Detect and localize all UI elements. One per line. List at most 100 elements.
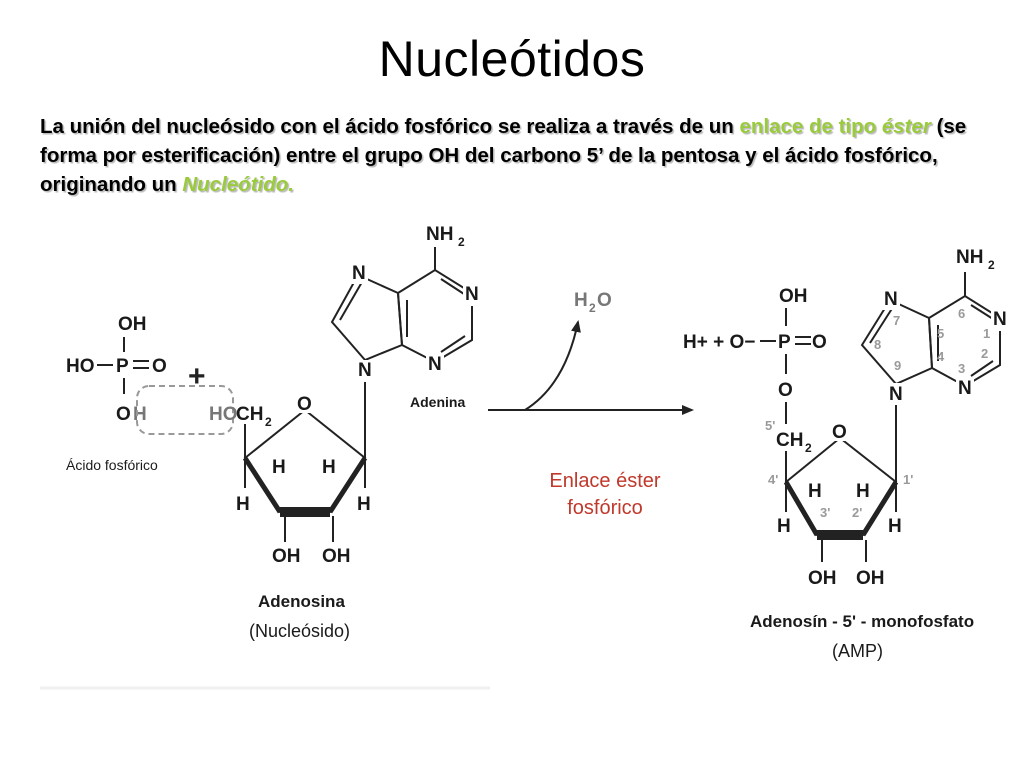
ribose-bold-right <box>327 456 368 514</box>
amp-ribose-bold-right <box>860 480 899 537</box>
phosphoric-acid: OH HO P O O H Ácido fosfórico <box>66 314 167 473</box>
amp-n7: N <box>884 289 898 310</box>
amp-ribose-ring <box>784 436 898 536</box>
amp-oh-c2: OH <box>856 568 885 589</box>
amp-adenine-base: N N N N NH 2 6 1 2 3 4 5 7 8 9 <box>860 247 1009 405</box>
adenosine-ho: HO <box>209 404 238 425</box>
intro-highlight-ester-word: éster <box>881 115 931 138</box>
amp-oh-c3: OH <box>808 568 837 589</box>
adenosine-subname: (Nucleósido) <box>249 621 350 641</box>
water-elimination-box <box>136 385 234 435</box>
ribose-ring <box>243 408 367 513</box>
amp-n7-mask <box>882 288 900 310</box>
n9-mask <box>356 360 374 382</box>
num-1: 1 <box>983 326 990 341</box>
amp-ribose-bold-left <box>783 480 820 537</box>
amp-n9-mask <box>887 383 905 405</box>
num-2p: 2' <box>852 505 862 520</box>
imidazole-ring <box>330 273 404 362</box>
num-8: 8 <box>874 337 881 352</box>
amp-h-c1: H <box>888 516 902 537</box>
n1-mask <box>463 284 481 306</box>
pyrimidine-double-bond-3 <box>440 335 466 353</box>
phosphoric-p: P <box>116 356 129 377</box>
amp-oh-top: OH <box>779 286 808 307</box>
ribose-bold-left <box>242 456 283 514</box>
amp-o-right: O <box>812 332 827 353</box>
num-4p: 4' <box>768 472 778 487</box>
amp-ch2-subscript: 2 <box>805 441 812 455</box>
num-6: 6 <box>958 306 965 321</box>
num-5p: 5' <box>765 418 775 433</box>
adenine-n9: N <box>358 360 372 381</box>
reaction-arrow: H 2 O <box>488 290 694 415</box>
adenosine: HO CH 2 O H H H H OH OH N <box>209 224 481 641</box>
water-o: O <box>597 290 612 311</box>
amp-h-c3: H <box>808 481 822 502</box>
num-9: 9 <box>894 358 901 373</box>
pyrimidine-double-bond-2 <box>440 278 465 295</box>
adenosine-ch2: CH <box>236 404 263 425</box>
intro-highlight-text: enlace de tipo <box>739 115 882 138</box>
amp-ring-o: O <box>832 422 847 443</box>
plus-sign: + <box>188 360 206 393</box>
water-release-arrow <box>524 320 581 411</box>
amp-nh2: NH <box>956 247 983 268</box>
adenosine-ch2-subscript: 2 <box>265 415 272 429</box>
adenosine-ring-o: O <box>297 394 312 415</box>
amp-imidazole-double-bond <box>869 306 894 344</box>
amp-n1-mask <box>991 309 1009 331</box>
intro-paragraph: La unión del nucleósido con el ácido fos… <box>40 112 980 199</box>
ester-bond-label-line1: Enlace éster <box>549 470 661 492</box>
adenosine-h-c1: H <box>357 494 371 515</box>
adenosine-oh-c3: OH <box>272 546 301 567</box>
imidazole-double-bond <box>339 281 363 321</box>
phosphoric-ho-left: HO <box>66 356 95 377</box>
amp-nh2-subscript: 2 <box>988 258 995 272</box>
adenine-label: Adenina <box>410 394 465 410</box>
amp-h-plus: H+ + O− <box>683 332 755 353</box>
amp-name: Adenosín - 5' - monofosfato <box>750 612 974 631</box>
adenine-n7: N <box>352 263 366 284</box>
adenosine-h-c3: H <box>272 457 286 478</box>
ester-bond-label: Enlace éster fosfórico <box>520 468 690 522</box>
pyrimidine-ring <box>396 268 473 364</box>
adenosine-oh-c2: OH <box>322 546 351 567</box>
adenine-nh2: NH <box>426 224 453 245</box>
phosphoric-acid-label: Ácido fosfórico <box>66 457 158 473</box>
amp-ring-o-mask <box>831 421 849 441</box>
slide-title: Nucleótidos <box>378 31 646 87</box>
adenosine-h-c2: H <box>322 457 336 478</box>
n3-mask <box>426 353 444 375</box>
adenine-n3: N <box>428 354 442 375</box>
amp-n3: N <box>958 378 972 399</box>
amp-ch2: CH <box>776 430 803 451</box>
intro-text-2: (se forma por esterificación) entre el g… <box>40 115 967 196</box>
water-subscript: 2 <box>589 301 596 315</box>
phosphoric-h-bottom: H <box>133 404 147 425</box>
num-7: 7 <box>893 313 900 328</box>
amp-pyrimidine-double-bond-2 <box>970 304 994 320</box>
amp-product: H+ + O− P OH O O 5' CH 2 O 4' 1' 3' 2' H… <box>683 247 1009 661</box>
amp-n1: N <box>993 309 1007 330</box>
amp-pyrimidine-double-bond-3 <box>970 360 994 377</box>
phosphoric-o-bottom: O <box>116 404 131 425</box>
adenosine-h-c4: H <box>236 494 250 515</box>
phosphoric-o-right: O <box>152 356 167 377</box>
intro-highlight-nucleotide: Nucleótido. <box>182 173 294 196</box>
adenine-base: N N N N NH 2 Adenina <box>330 224 481 410</box>
ring-o-mask <box>296 393 314 413</box>
amp-n3-mask <box>956 377 974 399</box>
amp-p: P <box>778 332 791 353</box>
num-2: 2 <box>981 346 988 361</box>
amp-h-c2: H <box>856 481 870 502</box>
num-3: 3 <box>958 361 965 376</box>
amp-h-c4: H <box>777 516 791 537</box>
amp-o-ester: O <box>778 380 793 401</box>
amp-subname: (AMP) <box>832 641 883 661</box>
amp-n9: N <box>889 384 903 405</box>
phosphoric-oh-top: OH <box>118 314 147 335</box>
adenine-nh2-subscript: 2 <box>458 235 465 249</box>
num-4: 4 <box>937 349 945 364</box>
